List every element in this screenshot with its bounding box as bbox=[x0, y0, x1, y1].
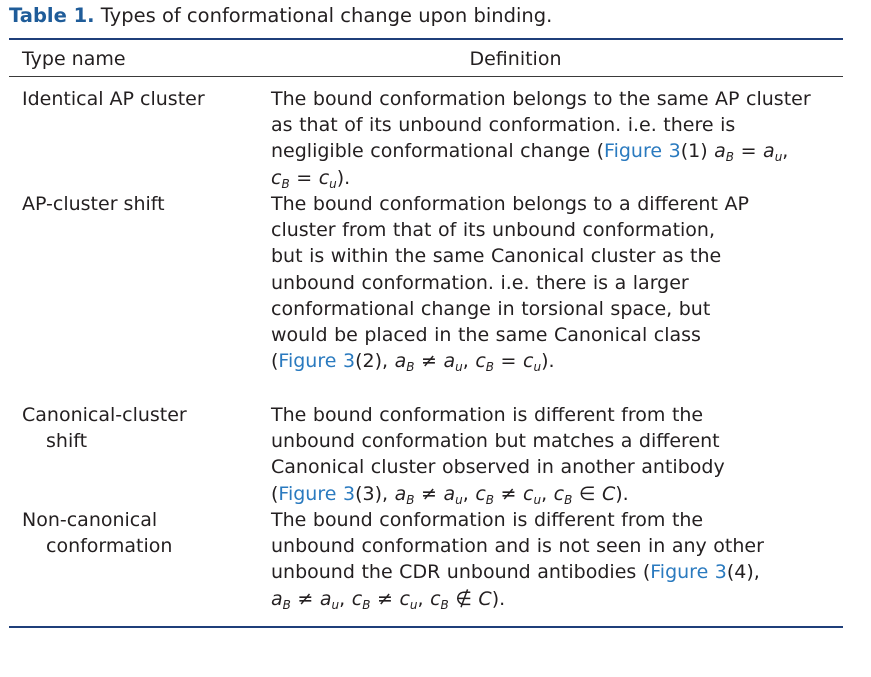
caption-label: Table 1. bbox=[9, 4, 95, 27]
definition-text: (1) bbox=[680, 140, 715, 163]
type-name-line: AP-cluster shift bbox=[22, 193, 165, 215]
definition-cell: The bound conformation is different from… bbox=[271, 402, 865, 507]
figure-link[interactable]: Figure 3 bbox=[278, 482, 356, 505]
caption-text: Types of conformational change upon bind… bbox=[94, 4, 553, 27]
definition-line: would be placed in the same Canonical cl… bbox=[271, 324, 701, 347]
definition-line: unbound the CDR unbound antibodies (Figu… bbox=[271, 559, 865, 585]
table-caption: Table 1. Types of conformational change … bbox=[9, 4, 552, 28]
type-name-cell: AP-cluster shift bbox=[22, 191, 272, 217]
header-rule bbox=[9, 76, 843, 77]
definition-line: unbound conformation and is not seen in … bbox=[271, 535, 764, 558]
definition-text: negligible conformational change ( bbox=[271, 140, 605, 163]
definition-line: The bound conformation belongs to a diff… bbox=[271, 193, 749, 215]
definition-line: (Figure 3(3), aB ≠ au, cB ≠ cu, cB ∈ C). bbox=[271, 482, 629, 507]
definition-text: (4), bbox=[726, 561, 760, 584]
definition-line: The bound conformation belongs to the sa… bbox=[271, 88, 811, 110]
definition-line: Canonical cluster observed in another an… bbox=[271, 456, 725, 479]
definition-line: conformational change in torsional space… bbox=[271, 297, 711, 320]
type-name-line: Non-canonical bbox=[22, 509, 158, 531]
definition-line: cB = cu). bbox=[271, 166, 351, 191]
type-name-cell: Non-canonical conformation bbox=[22, 507, 272, 559]
header-definition: Definition bbox=[0, 47, 871, 71]
definition-line: cluster from that of its unbound conform… bbox=[271, 219, 715, 242]
header-definition-text: Definition bbox=[469, 48, 562, 70]
type-name-line: Identical AP cluster bbox=[22, 88, 205, 110]
definition-line: unbound conformation. i.e. there is a la… bbox=[271, 271, 689, 294]
type-name-line: conformation bbox=[46, 535, 173, 557]
definition-text: unbound the CDR unbound antibodies ( bbox=[271, 561, 651, 584]
bottom-rule bbox=[9, 626, 843, 628]
math-expression: cB bbox=[271, 166, 290, 191]
definition-line: aB ≠ au, cB ≠ cu, cB ∉ C). bbox=[271, 587, 506, 612]
definition-line: as that of its unbound conformation. i.e… bbox=[271, 114, 736, 137]
figure-link[interactable]: Figure 3 bbox=[278, 350, 356, 373]
definition-cell: The bound conformation belongs to the sa… bbox=[271, 86, 865, 191]
figure-link[interactable]: Figure 3 bbox=[604, 140, 681, 163]
definition-line: (Figure 3(2), aB ≠ au, cB = cu). bbox=[271, 350, 555, 375]
type-name-cell: Canonical-cluster shift bbox=[22, 402, 272, 454]
definition-line: negligible conformational change (Figure… bbox=[271, 140, 789, 165]
top-rule bbox=[9, 38, 843, 40]
type-name-line: shift bbox=[46, 430, 88, 452]
type-name-line: Canonical-cluster bbox=[22, 404, 187, 426]
definition-line: but is within the same Canonical cluster… bbox=[271, 245, 722, 268]
figure-link[interactable]: Figure 3 bbox=[650, 561, 727, 584]
definition-cell: The bound conformation is different from… bbox=[271, 507, 865, 612]
definition-line: The bound conformation is different from… bbox=[271, 509, 704, 531]
header-type-name: Type name bbox=[22, 48, 126, 70]
definition-line: The bound conformation is different from… bbox=[271, 404, 704, 426]
definition-line: unbound conformation but matches a diffe… bbox=[271, 430, 720, 453]
type-name-cell: Identical AP cluster bbox=[22, 86, 272, 112]
math-expression: aB bbox=[714, 140, 735, 165]
definition-cell: The bound conformation belongs to a diff… bbox=[271, 191, 865, 374]
